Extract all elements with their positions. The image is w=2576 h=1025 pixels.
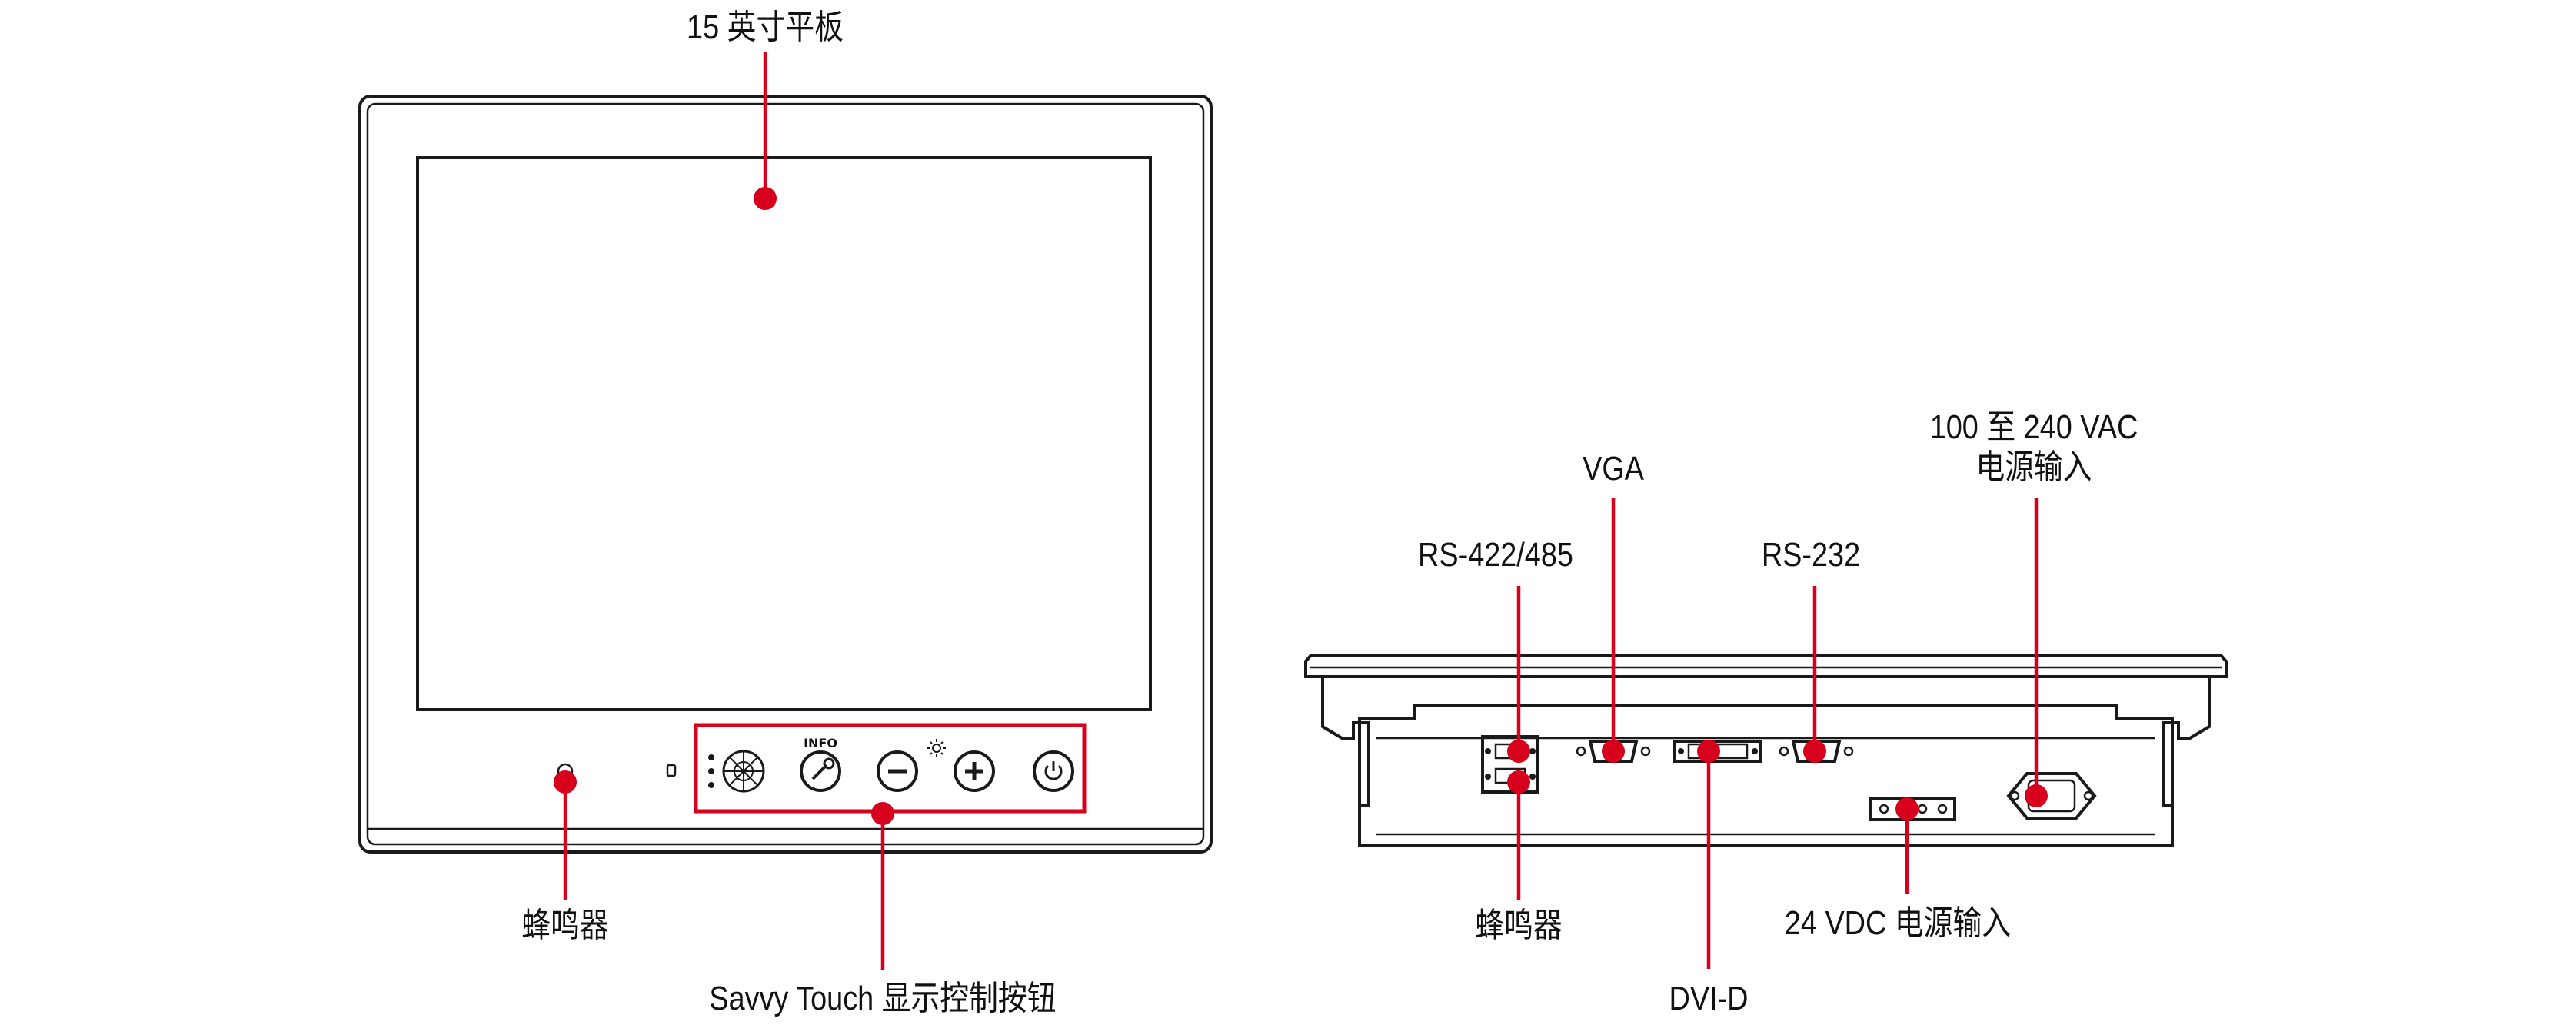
rear-top-lip xyxy=(1304,654,2228,678)
buzzer-callout-dot xyxy=(554,770,577,794)
rs232-label: RS-232 xyxy=(1762,535,1860,573)
info-label: INFO xyxy=(804,736,837,750)
panel-label: 15 英寸平板 xyxy=(687,8,844,45)
vga-label: VGA xyxy=(1583,449,1644,487)
sensor-dot-icon xyxy=(708,782,714,788)
dc-label: 24 VDC 电源输入 xyxy=(1785,904,2011,941)
vga-callout-dot xyxy=(1602,740,1625,763)
rear-left-bracket xyxy=(1321,677,1370,846)
front-screen xyxy=(416,156,1152,711)
plus-icon xyxy=(954,750,995,792)
front-callouts xyxy=(554,52,894,970)
savvy-touch-controls: INFO xyxy=(666,723,1087,814)
front-bezel-inner xyxy=(366,102,1205,846)
rear-view: VGA RS-422/485 RS-232 100 至 240 VAC 电源输入… xyxy=(1304,408,2228,1017)
controls-callout-dot xyxy=(871,802,894,825)
minus-icon xyxy=(877,750,918,792)
sensor-dot-icon xyxy=(708,754,714,760)
panel-callout-dot xyxy=(754,187,777,210)
rs422-label: RS-422/485 xyxy=(1418,535,1573,573)
dvi-label: DVI-D xyxy=(1669,979,1749,1017)
rear-right-bracket xyxy=(2162,677,2211,846)
rs422-callout-dot xyxy=(1507,740,1530,763)
ac-label-line1: 100 至 240 VAC xyxy=(1930,408,2138,445)
front-buzzer-label: 蜂鸣器 xyxy=(521,906,608,943)
brightness-icon xyxy=(927,739,946,757)
sensor-dot-icon xyxy=(708,768,714,774)
rear-buzzer-callout-dot xyxy=(1507,770,1530,794)
ac-callout-dot xyxy=(2025,784,2048,807)
front-view: INFO xyxy=(358,8,1213,1017)
dc-callout-dot xyxy=(1895,797,1919,820)
light-sensor-grid-icon xyxy=(722,750,765,793)
rs232-port xyxy=(1779,740,1854,763)
rear-buzzer-label: 蜂鸣器 xyxy=(1475,906,1562,943)
info-wrench-icon xyxy=(800,750,841,792)
rear-callouts xyxy=(1507,498,2048,969)
vga-port xyxy=(1576,740,1651,763)
power-icon xyxy=(1033,750,1074,792)
ac-inlet xyxy=(2006,772,2097,820)
brightness-sensor-icon xyxy=(666,764,677,777)
ac-label-line2: 电源输入 xyxy=(1975,448,2092,485)
rear-housing xyxy=(1358,704,2174,847)
controls-label: Savvy Touch 显示控制按钮 xyxy=(709,979,1056,1017)
dvi-callout-dot xyxy=(1697,740,1720,763)
front-bezel-outer xyxy=(358,95,1213,854)
controls-highlight-box xyxy=(694,723,1087,814)
rs232-callout-dot xyxy=(1803,740,1826,763)
